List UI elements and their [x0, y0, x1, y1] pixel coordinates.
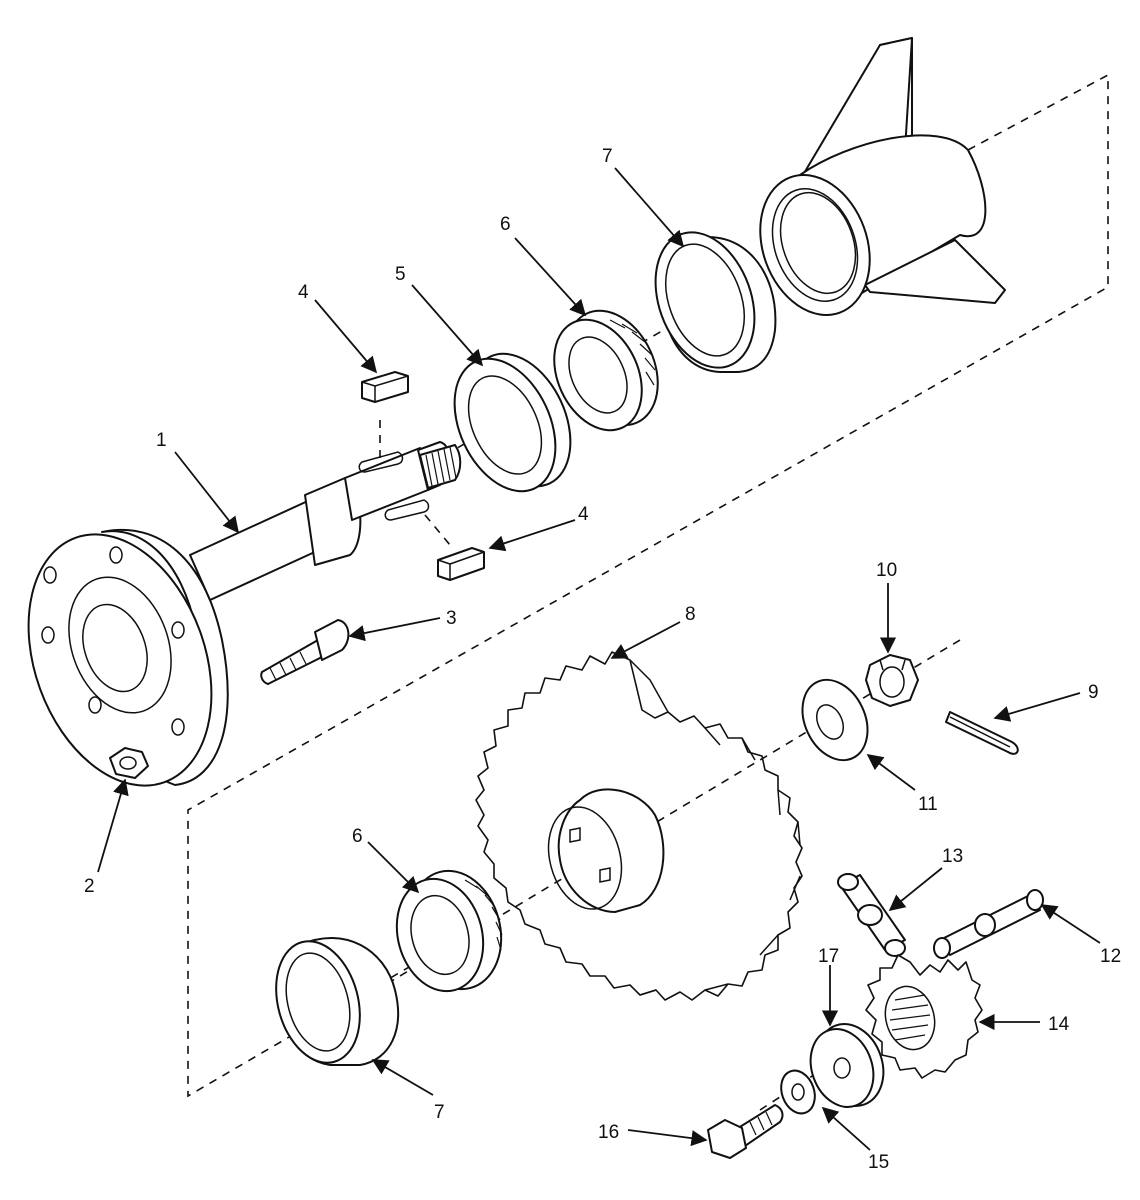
callout-6a: 6 — [500, 214, 511, 235]
bearing-cup-part-7-upper — [654, 231, 777, 373]
callout-13: 13 — [942, 846, 963, 867]
sprocket-part-14 — [865, 954, 983, 1079]
assembly-boundary-dashed-line — [187, 73, 1109, 1098]
callout-4b: 4 — [578, 504, 589, 525]
castle-nut-part-10 — [865, 654, 919, 707]
bearing-cone-part-6-upper — [553, 309, 659, 432]
callout-2: 2 — [84, 876, 95, 897]
leader-4b — [488, 519, 576, 552]
chain-link-part-13 — [837, 873, 906, 957]
leader-13 — [888, 867, 943, 912]
leader-8 — [610, 621, 681, 659]
leader-4a — [314, 299, 378, 374]
leader-lines — [97, 167, 1101, 1151]
callout-7b: 7 — [434, 1102, 445, 1123]
nut-part-2 — [109, 747, 149, 779]
callout-6b: 6 — [352, 826, 363, 847]
callout-8: 8 — [685, 604, 696, 625]
hub-housing-with-fins — [759, 37, 1006, 316]
leader-16 — [627, 1129, 708, 1147]
leader-15 — [821, 1106, 871, 1151]
leader-9 — [993, 692, 1081, 722]
callout-10: 10 — [876, 560, 897, 581]
key-part-4-lower — [437, 547, 485, 581]
seal-ring-part-5 — [453, 352, 572, 493]
callout-9: 9 — [1088, 682, 1099, 703]
large-gear-part-8 — [475, 651, 803, 1001]
cap-screw-part-16 — [707, 1104, 784, 1159]
callout-3: 3 — [446, 608, 457, 629]
leader-12 — [1040, 904, 1101, 944]
leader-5 — [411, 284, 484, 367]
leader-7b — [371, 1059, 434, 1096]
leader-3 — [348, 617, 441, 642]
key-part-4-upper — [361, 371, 409, 403]
bearing-cone-part-6-lower — [395, 869, 503, 993]
washer-part-11 — [801, 678, 869, 762]
callout-16: 16 — [598, 1122, 619, 1143]
callout-1: 1 — [156, 430, 167, 451]
leader-6a — [514, 237, 587, 317]
small-washer-part-15 — [780, 1069, 816, 1115]
callout-labels: 1 2 3 4 4 5 6 6 7 7 8 9 10 11 12 13 14 1… — [84, 146, 1121, 1173]
leader-6b — [367, 841, 420, 894]
callout-5: 5 — [395, 264, 406, 285]
callout-11: 11 — [918, 794, 938, 815]
leader-1 — [174, 451, 240, 534]
stud-bolt-part-3 — [260, 619, 350, 685]
callout-15: 15 — [868, 1152, 889, 1173]
callout-7a: 7 — [602, 146, 613, 167]
sprocket-axis-centerline — [759, 1044, 861, 1111]
callout-14: 14 — [1048, 1014, 1070, 1035]
large-washer-part-17 — [809, 1023, 885, 1108]
connecting-link-part-12 — [933, 889, 1044, 959]
leader-2 — [97, 778, 129, 873]
leader-7a — [614, 167, 685, 248]
callout-4a: 4 — [298, 282, 309, 303]
leader-11 — [866, 754, 916, 791]
cotter-pin-part-9 — [945, 711, 1019, 755]
shaft-flange-part-1 — [27, 441, 462, 787]
callout-17: 17 — [818, 946, 839, 967]
bearing-cup-part-7-lower — [275, 936, 400, 1066]
callout-12: 12 — [1100, 946, 1121, 967]
